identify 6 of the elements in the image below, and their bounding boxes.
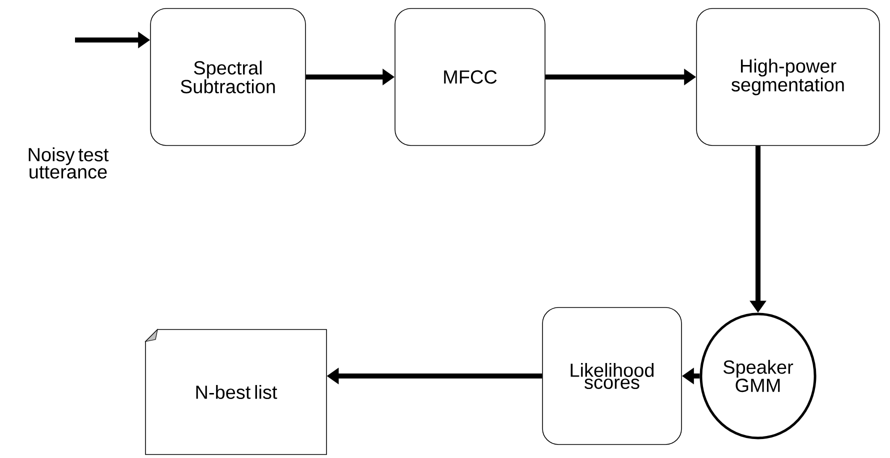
- process-box: MFCC: [394, 8, 546, 146]
- ellipse-node: Speaker GMM: [700, 312, 816, 440]
- process-box: Likelihood scores: [542, 307, 682, 445]
- process-box: Spectral Subtraction: [150, 8, 306, 146]
- input-label: Noisy test utterance: [28, 147, 109, 179]
- process-box: High-power segmentation: [696, 8, 880, 146]
